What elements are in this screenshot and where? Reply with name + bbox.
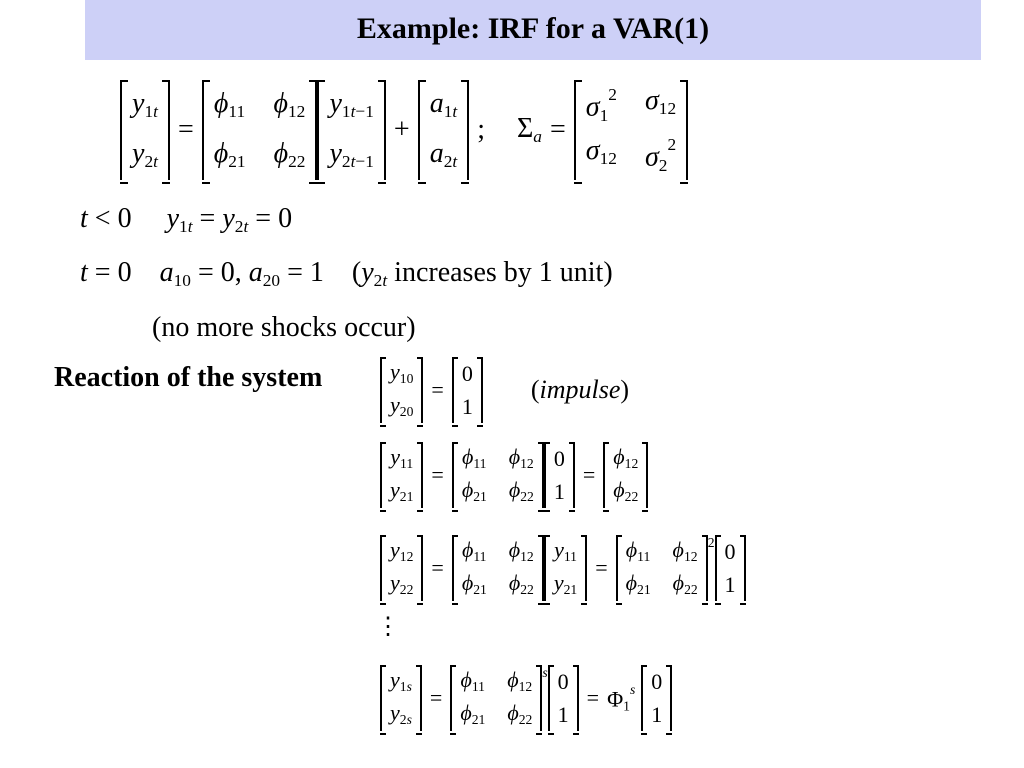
impulse-label: impulse: [539, 375, 621, 404]
slide-title: Example: IRF for a VAR(1): [356, 12, 710, 45]
reaction-label: Reaction of the system: [54, 362, 323, 393]
shock-line: t = 0 a10 = 0, a20 = 1 (y2t increases by…: [80, 257, 613, 291]
no-more-shocks: (no more shocks occur): [152, 312, 416, 343]
y-lag-vector: y1t−1 y2t−1: [317, 80, 387, 184]
initial-condition-line: t < 0 y1t = y2t = 0: [80, 203, 293, 237]
vertical-ellipsis: ⋮: [376, 614, 400, 640]
y-vector: y1t y2t: [120, 80, 170, 184]
increase-note: increases by 1 unit): [394, 257, 613, 288]
a-vector: a1t a2t: [417, 80, 470, 184]
slide-title-bar: Example: IRF for a VAR(1): [85, 0, 981, 60]
